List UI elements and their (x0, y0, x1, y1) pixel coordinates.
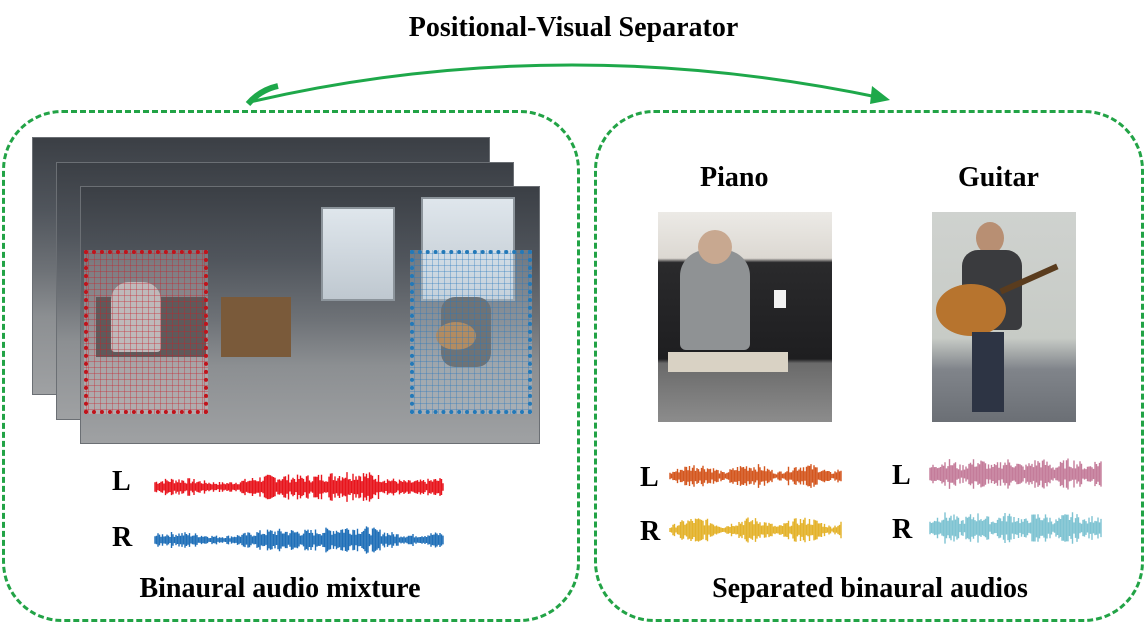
piano-source-name: Piano (700, 162, 769, 193)
mixture-right-waveform (154, 526, 444, 554)
diagram-title: Positional-Visual Separator (408, 12, 739, 43)
guitar-region-box (410, 250, 532, 414)
guitar-right-waveform (929, 512, 1102, 544)
separated-caption: Separated binaural audios (712, 573, 1028, 604)
guitar-source-name: Guitar (958, 162, 1039, 193)
mixture-right-channel-label: R (112, 522, 133, 553)
mixture-panel (2, 110, 580, 622)
piano-right-waveform (669, 517, 842, 543)
guitar-left-waveform (929, 458, 1102, 490)
mixture-left-waveform (154, 472, 444, 502)
guitar-player-photo (932, 212, 1076, 422)
video-frame-front (80, 186, 540, 444)
piano-left-channel-label: L (640, 462, 659, 493)
mixture-left-channel-label: L (112, 466, 131, 497)
piano-region-box (84, 250, 208, 414)
piano-right-channel-label: R (640, 516, 661, 547)
piano-player-photo (658, 212, 832, 422)
separated-panel (594, 110, 1144, 622)
mixture-caption: Binaural audio mixture (139, 573, 421, 604)
guitar-left-channel-label: L (892, 460, 911, 491)
piano-left-waveform (669, 464, 842, 488)
guitar-right-channel-label: R (892, 514, 913, 545)
